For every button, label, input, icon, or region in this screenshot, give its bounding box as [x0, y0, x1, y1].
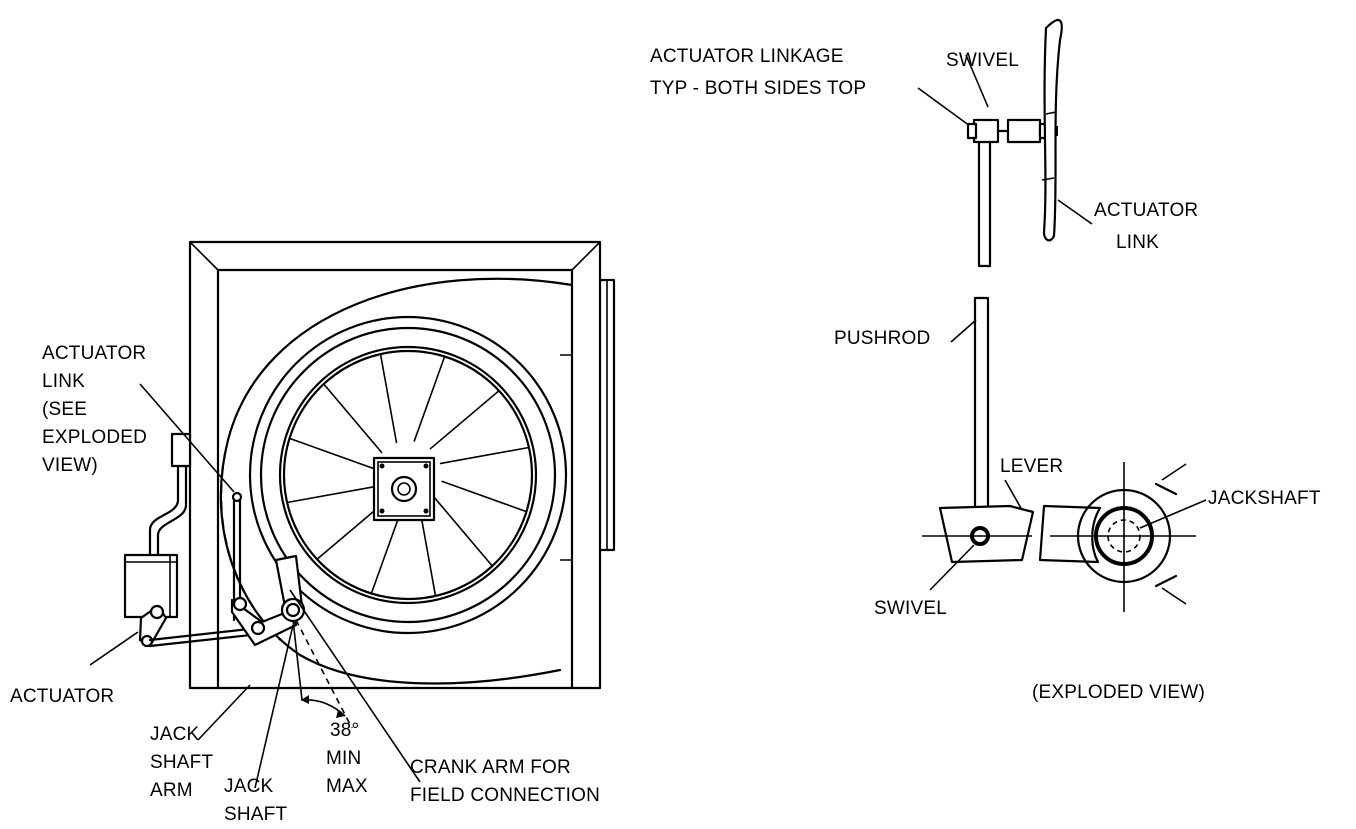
wheel-spoke — [370, 508, 403, 594]
label-jackshaft: JACKSHAFT — [1208, 488, 1321, 509]
label-actuator-link-1: ACTUATOR — [42, 343, 147, 364]
label-angle-min: MIN — [326, 748, 362, 769]
wheel-hub — [390, 475, 418, 503]
label-actuator-linkage-2: TYP - BOTH SIDES TOP — [650, 78, 867, 99]
pushrod — [973, 296, 990, 528]
wheel-spoke — [379, 353, 398, 444]
label-swivel-bottom: SWIVEL — [874, 598, 947, 619]
label-angle-max: MAX — [326, 776, 368, 797]
label-exploded-caption: (EXPLODED VIEW) — [1032, 682, 1205, 703]
label-crank-arm-2: FIELD CONNECTION — [410, 785, 601, 806]
wheel-spoke — [439, 446, 530, 465]
wheel-spoke — [441, 480, 527, 513]
swivel-block — [972, 118, 1000, 144]
blower-assembly — [188, 240, 616, 690]
label-exploded-actuator-link-2: LINK — [1116, 232, 1160, 253]
wheel-spoke — [289, 437, 375, 470]
angle-line-max — [295, 619, 353, 729]
actuator-assembly — [123, 432, 353, 729]
scroll-housing — [219, 277, 574, 685]
label-jack-shaft-2: SHAFT — [224, 804, 288, 825]
label-jack-shaft-arm-1: JACK — [150, 724, 200, 745]
wheel-spoke — [433, 496, 493, 567]
label-actuator-link-2: LINK — [42, 371, 86, 392]
actuator-link-plate — [1042, 18, 1063, 242]
label-jack-shaft-arm-3: ARM — [150, 780, 193, 801]
connecting-rod — [148, 626, 262, 648]
label-lever: LEVER — [1000, 456, 1064, 477]
label-actuator-link-4: EXPLODED — [42, 427, 148, 448]
jack-shaft-arm — [230, 598, 298, 647]
conduit-box — [170, 432, 192, 468]
label-exploded-actuator-link-1: ACTUATOR — [1094, 200, 1199, 221]
label-actuator-linkage-1: ACTUATOR LINKAGE — [650, 46, 844, 67]
exploded-view-bottom — [922, 296, 1207, 612]
blower-wheel — [248, 315, 568, 635]
label-swivel-top: SWIVEL — [946, 50, 1019, 71]
wheel-spoke — [413, 356, 446, 442]
angle-line-min — [292, 619, 303, 701]
label-pushrod: PUSHROD — [834, 328, 931, 349]
scroll-housing-dashed — [220, 449, 281, 641]
label-actuator-link-5: VIEW) — [42, 455, 98, 476]
label-jack-shaft-1: JACK — [224, 776, 274, 797]
linkage-rod-upper — [977, 136, 992, 268]
jack-shaft-hub — [280, 597, 306, 623]
label-jack-shaft-arm-2: SHAFT — [150, 752, 214, 773]
main-leaders — [89, 383, 421, 789]
label-crank-arm-1: CRANK ARM FOR — [410, 757, 571, 778]
wheel-spoke — [286, 485, 377, 504]
label-actuator: ACTUATOR — [10, 686, 115, 707]
label-angle-value: 38° — [330, 720, 360, 741]
wheel-spoke — [418, 506, 437, 597]
jackshaft-coupling — [1038, 504, 1102, 564]
conduit — [148, 464, 180, 557]
label-actuator-link-3: (SEE — [42, 399, 88, 420]
exploded-view-top — [917, 18, 1093, 268]
wheel-spoke — [429, 390, 500, 450]
wheel-spoke — [323, 383, 383, 454]
